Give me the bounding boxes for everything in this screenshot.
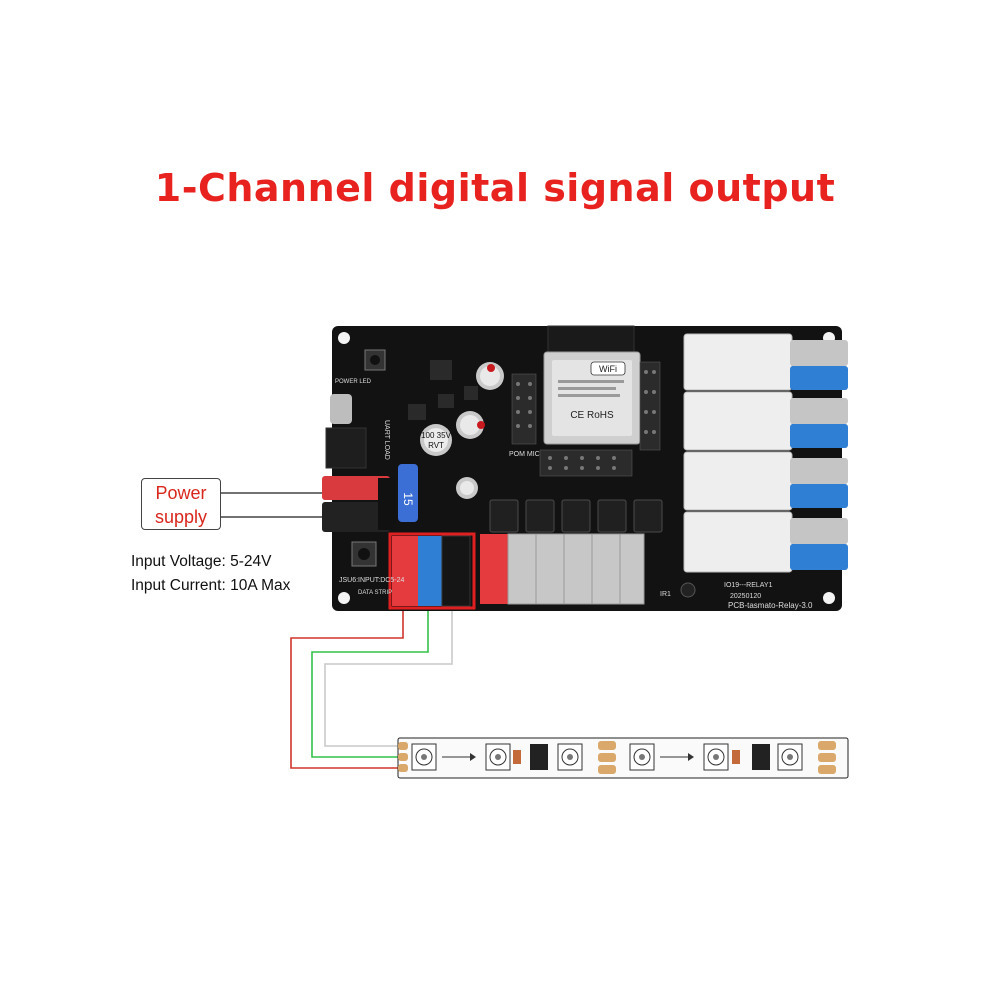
ic-chip xyxy=(530,744,548,770)
wire-white xyxy=(324,605,453,747)
ic-chip xyxy=(408,404,426,420)
board-model: PCB-tasmato-Relay-3.0 xyxy=(728,601,813,610)
ir-receiver xyxy=(680,582,696,598)
mounting-hole xyxy=(338,592,350,604)
ic-chip xyxy=(464,386,478,400)
led-chip xyxy=(629,743,655,771)
led-strip xyxy=(397,737,849,779)
input-voltage: Input Voltage: 5-24V xyxy=(131,553,272,570)
power-supply-label: Power supply xyxy=(141,478,221,530)
relay-pin-label: IO19---RELAY1 xyxy=(724,582,773,589)
board-date: 20250120 xyxy=(730,593,761,600)
fuse-label: 15 xyxy=(401,492,415,506)
data-strip-label: DATA STRIP xyxy=(358,590,392,596)
mosfet-row xyxy=(489,499,663,533)
relay xyxy=(683,511,793,573)
input-current: Input Current: 10A Max xyxy=(131,577,291,594)
pom-label: POM MIC xyxy=(509,451,540,458)
input-label: JSU6:INPUT:DC5-24 xyxy=(339,577,404,584)
power-input-connector xyxy=(322,476,396,532)
relay xyxy=(683,391,793,451)
capacitor xyxy=(456,477,478,499)
barrel-jack xyxy=(325,427,367,469)
led-chip xyxy=(777,743,803,771)
led-chip xyxy=(703,743,729,771)
ir-label: IR1 xyxy=(660,591,671,598)
power-supply-line1: Power xyxy=(155,483,207,503)
led-chip xyxy=(411,743,437,771)
power-supply-leads xyxy=(221,492,340,518)
led-chip xyxy=(557,743,583,771)
terminal-gray-block xyxy=(507,533,645,605)
pin-header xyxy=(511,361,661,477)
uart-label: UART LOAD xyxy=(383,420,390,460)
mounting-hole xyxy=(823,592,835,604)
ic-chip xyxy=(752,744,770,770)
power-led-label: POWER LED xyxy=(335,379,372,385)
capacitor-label-2: RVT xyxy=(428,441,444,450)
diagram-title: 1-Channel digital signal output xyxy=(154,166,836,210)
ic-chip xyxy=(430,360,452,380)
relay-terminals xyxy=(790,340,848,570)
pcb-board: 15 100 35V RVT xyxy=(322,325,848,611)
relay xyxy=(683,451,793,511)
mounting-hole xyxy=(338,332,350,344)
capacitor xyxy=(420,424,452,456)
power-supply-line2: supply xyxy=(154,507,208,527)
wifi-badge: WiFi xyxy=(599,364,617,374)
capacitor xyxy=(456,411,485,439)
data-output-highlight xyxy=(388,532,476,610)
terminal-red xyxy=(480,534,508,604)
relay-bank xyxy=(683,333,793,573)
led-chip xyxy=(485,743,511,771)
signal-wires xyxy=(290,605,453,769)
capacitor xyxy=(476,362,504,390)
ic-chip xyxy=(438,394,454,408)
wire-red xyxy=(290,605,404,769)
wire-green xyxy=(311,605,429,758)
relay xyxy=(683,333,793,391)
fuse xyxy=(398,464,418,522)
capacitor-label: 100 35V xyxy=(421,431,451,440)
module-certs: CE RoHS xyxy=(570,410,614,421)
data-strip-terminal xyxy=(392,535,471,607)
esp32-module: WiFi CE RoHS xyxy=(543,325,641,445)
usb-c-port xyxy=(330,394,352,424)
